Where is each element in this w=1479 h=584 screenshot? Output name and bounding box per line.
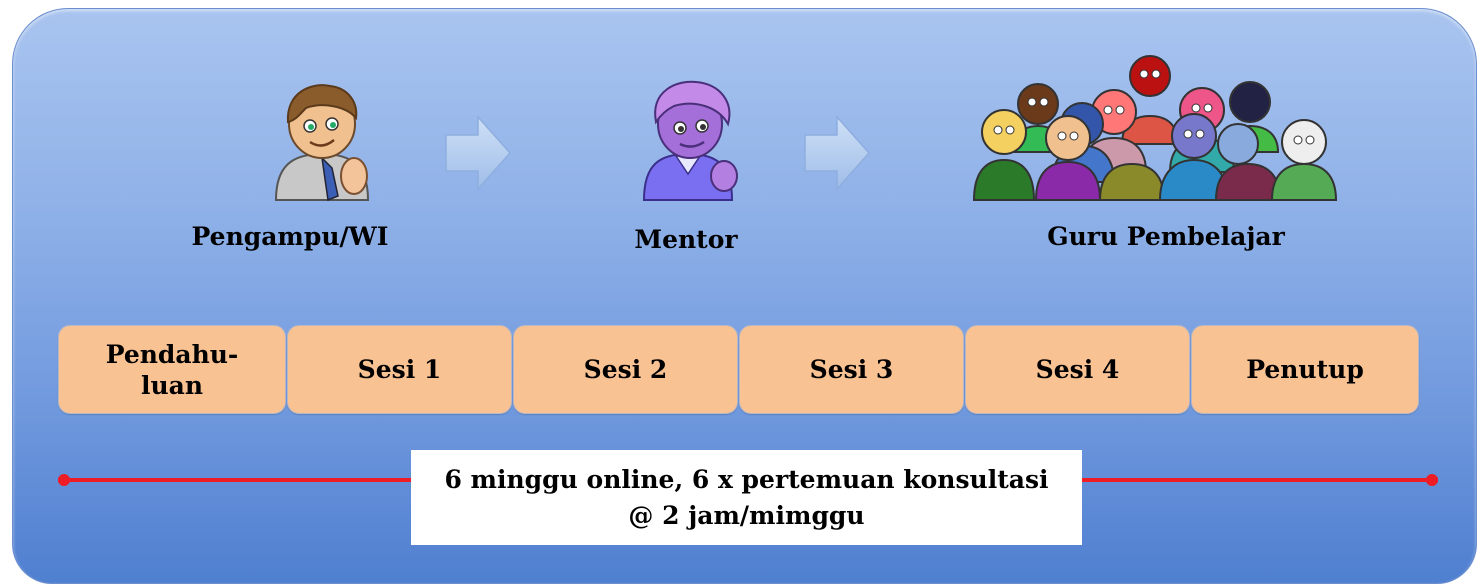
duration-line-2: @ 2 jam/mimggu xyxy=(628,500,865,530)
session-box-sesi-2: Sesi 2 xyxy=(513,325,738,414)
session-label: Pendahu- luan xyxy=(105,339,239,400)
timeline-end-dot xyxy=(1426,474,1438,486)
timeline-start-dot xyxy=(58,474,70,486)
session-box-sesi-4: Sesi 4 xyxy=(965,325,1190,414)
session-box-pendahuluan: Pendahu- luan xyxy=(58,325,286,414)
session-label: Sesi 4 xyxy=(1035,355,1120,384)
learners-group-icon xyxy=(972,55,1338,201)
session-label: Sesi 2 xyxy=(583,355,668,384)
session-label: Sesi 1 xyxy=(357,355,442,384)
role-label-instructor: Pengampu/WI xyxy=(191,222,389,251)
duration-line-1: 6 minggu online, 6 x pertemuan konsultas… xyxy=(444,464,1049,494)
role-label-mentor: Mentor xyxy=(634,225,738,254)
session-box-sesi-1: Sesi 1 xyxy=(287,325,512,414)
instructor-person-icon xyxy=(274,84,370,202)
session-box-sesi-3: Sesi 3 xyxy=(739,325,964,414)
flow-arrow-icon xyxy=(804,115,871,191)
session-sequence: Pendahu- luan Sesi 1 Sesi 2 Sesi 3 Sesi … xyxy=(58,325,1420,414)
role-label-learners: Guru Pembelajar xyxy=(1047,222,1285,251)
session-label: Sesi 3 xyxy=(809,355,894,384)
mentor-person-icon xyxy=(642,80,738,201)
session-box-penutup: Penutup xyxy=(1191,325,1419,414)
session-label: Penutup xyxy=(1246,355,1364,384)
duration-callout: 6 minggu online, 6 x pertemuan konsultas… xyxy=(411,450,1082,545)
flow-arrow-icon xyxy=(445,115,512,191)
